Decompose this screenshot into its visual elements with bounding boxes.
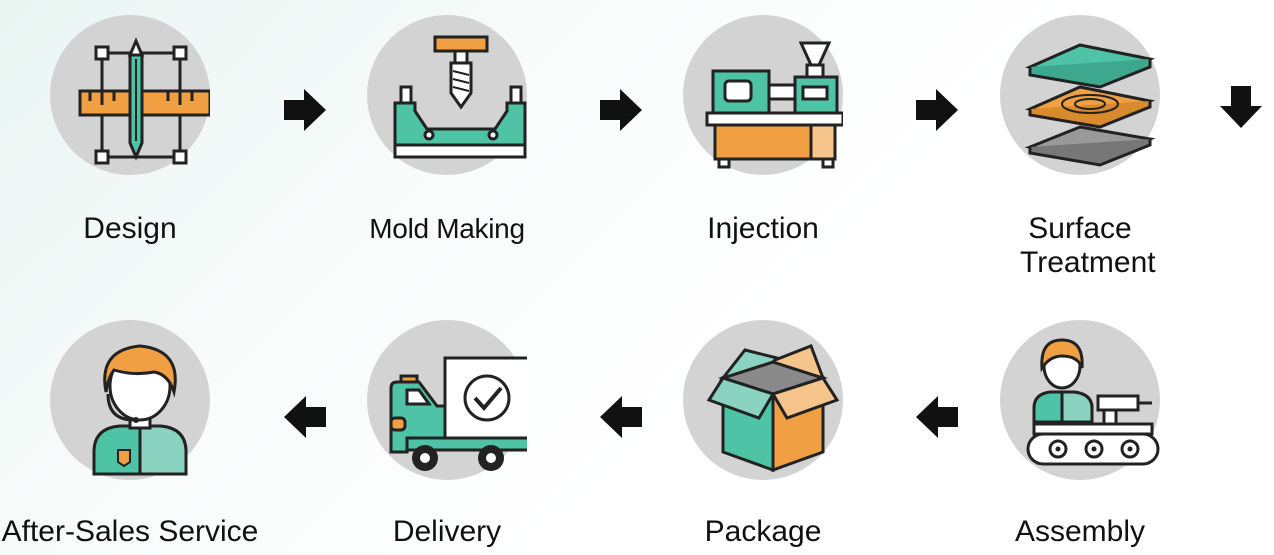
step-delivery [367,320,527,480]
step-assembly [1000,320,1160,480]
support-agent-icon [92,344,188,476]
arrow-left-icon [282,394,328,440]
assembly-worker-icon [1026,338,1160,466]
step-injection [683,15,843,175]
open-box-icon [706,344,840,473]
label-assembly: Assembly [1014,515,1146,548]
step-surface-treatment [1000,15,1160,175]
injection-machine-icon [705,41,843,169]
label-delivery: Delivery [392,515,502,548]
arrow-right-icon [282,87,328,133]
label-injection: Injection [707,212,819,245]
arrow-left-icon [914,394,960,440]
step-package [683,320,843,480]
arrow-left-icon [598,394,644,440]
pencil-ruler-icon [78,37,210,165]
layered-plates-icon [1024,43,1156,167]
label-mold-making: Mold Making [369,213,525,244]
arrow-right-icon [914,87,960,133]
step-design [50,15,210,175]
step-after-sales [50,320,210,480]
arrow-down-icon [1218,84,1264,130]
label-surface-treatment: Surface Treatment [1020,212,1156,279]
label-design: Design [83,212,177,245]
step-mold-making [367,15,527,175]
delivery-truck-icon [389,356,527,471]
arrow-right-icon [598,87,644,133]
label-package: Package [704,515,822,548]
mold-milling-icon [393,35,527,159]
label-after-sales: After-Sales Service [1,515,259,548]
